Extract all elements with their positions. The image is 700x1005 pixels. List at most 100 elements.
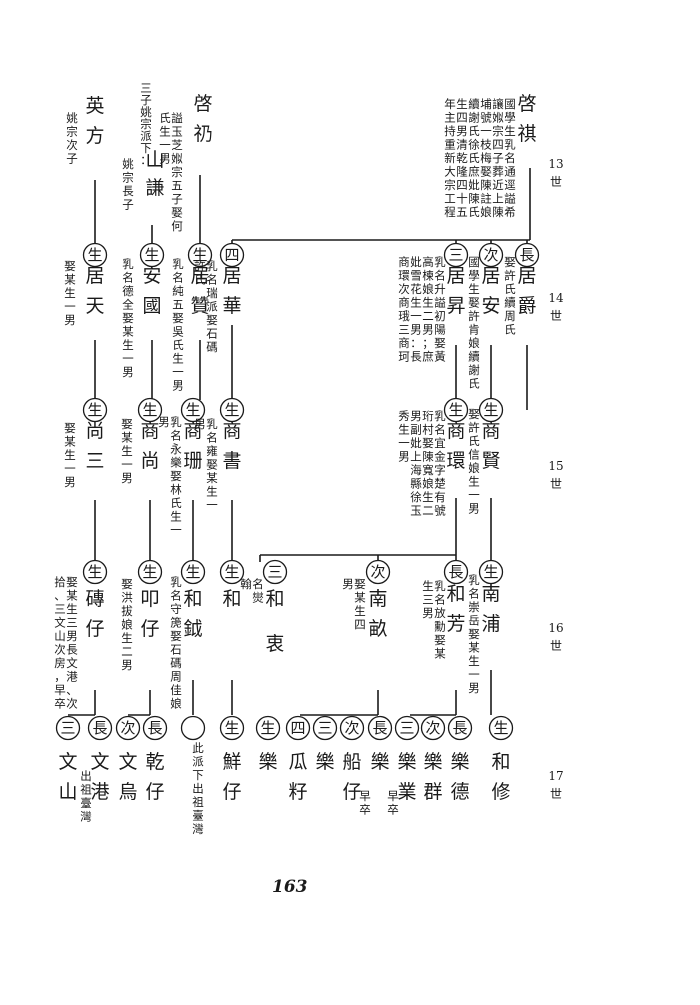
rank-circle (82, 242, 108, 268)
rank-circle (115, 715, 141, 741)
person-shanghuan-note-char: 號 (434, 504, 446, 518)
person-jusheng-note-char: 生 (410, 296, 422, 310)
person-qiqi-note-char: 生 (504, 124, 516, 138)
person-nanpu-note-char: 岳 (468, 614, 480, 628)
person-wenwu-name: 文烏 (118, 751, 137, 803)
person-juzan-note-char: 一 (172, 365, 184, 379)
person-shanghuan-note-char: 娶 (422, 436, 434, 450)
person-jujue-note-char: 娶 (504, 255, 516, 269)
person-shanghuan-note-char: 妣 (410, 436, 422, 450)
rank-glyph: 生 (144, 246, 159, 264)
rank-marker-sheng: 生 (137, 559, 163, 585)
person-jutian-note-char: 男 (64, 313, 76, 327)
person-anguo-note-char: 生 (122, 338, 134, 352)
person-juzan-note-char: 五 (172, 298, 184, 312)
person-jiaozai-note-char: 娘 (121, 618, 133, 632)
person-zhuanzai-note-char: 文 (66, 656, 78, 670)
person-paixia-note-char: 祖 (192, 795, 204, 809)
person-jusheng-note-char: 商 (398, 336, 410, 350)
person-paixia-note-char: 派 (192, 755, 204, 769)
person-shangxian-note-char: 氏 (468, 434, 480, 448)
person-shangshu-note-char: 雍 (206, 444, 218, 458)
person-qianzai-name-char: 乾 (145, 751, 164, 773)
person-qireng-note-char: 娶 (171, 206, 183, 220)
person-hezhong-note-char: 爕 (252, 591, 264, 605)
person-shanghuan-note-char: 一 (398, 436, 410, 450)
person-zhuanzai-name-char: 磚 (85, 588, 104, 610)
rank-markers: 四三次長生生生生生生生生生生長次三生生生生生長次三長次三四生生長次長三 (55, 242, 540, 741)
person-shanghuan-note-char: 村 (422, 423, 434, 437)
rank-marker-sheng: 生 (488, 715, 514, 741)
person-zhuanzai-note-char: 港 (66, 670, 78, 684)
person-hefang-note-char: 三 (422, 593, 434, 607)
person-shanqian-note-char: 宗 (122, 171, 134, 185)
person-hezhong-name-char: 和 (265, 588, 284, 610)
person-qiqi-note-char: 生 (456, 97, 468, 111)
person-zhuanzai-note-char: 、 (66, 683, 78, 697)
generation-number: 14 (548, 291, 564, 305)
person-jusheng-note-char: ： (410, 336, 422, 350)
person-wengang-note-char: 灣 (80, 810, 92, 824)
person-xianzai-name-char: 仔 (222, 781, 241, 803)
person-qiqi-note-char: 持 (444, 124, 456, 138)
rank-glyph: 三 (60, 719, 75, 737)
person-jiaozai-note-char: 二 (121, 645, 133, 659)
branch-header-text-char: 下 (140, 141, 152, 155)
person-shangsan-name-char: 三 (85, 450, 104, 472)
rank-marker-sheng: 生 (219, 559, 245, 585)
person-jusheng-note-char: 陽 (434, 323, 446, 337)
person-chuanzai-note: 早卒 (359, 789, 371, 817)
branch-header-text-char: 宗 (140, 117, 152, 131)
person-shangsan-note-char: 生 (64, 448, 76, 462)
person-jusheng-note-char: 楝 (422, 269, 434, 283)
person-heyue-name: 和鉞 (183, 588, 202, 640)
person-zhuanzai-name-char: 仔 (85, 618, 104, 640)
person-jusheng-note-char: 娶 (434, 336, 446, 350)
person-nanpu-note-char: 娶 (468, 627, 480, 641)
rank-glyph: 三 (448, 246, 463, 264)
person-shangshu-note-char: 乳 (206, 417, 218, 431)
person-wengang-note-char: 祖 (80, 783, 92, 797)
person-nanmu-note-char: 男 (342, 577, 354, 591)
person-chuanzai-name-char: 仔 (342, 781, 361, 803)
rank-circle (219, 559, 245, 585)
rank-glyph: 生 (224, 401, 239, 419)
branch-header-text-char: 姚 (140, 105, 152, 119)
person-shangsan-note-char: 男 (64, 475, 76, 489)
person-shangshu-note-char: 男 (194, 417, 206, 431)
person-nanpu-note-char: 名 (468, 587, 480, 601)
person-jiaozai-note-char: 拔 (121, 604, 133, 618)
person-jusheng-note-char: 珴 (398, 309, 410, 323)
person-jusheng-note-char: 初 (434, 309, 446, 323)
person-zhuanzai-note-char: 房 (54, 656, 66, 670)
person-chuanzai-name: 船仔 (342, 751, 361, 803)
person-qiqi-note-char: 徐 (468, 138, 480, 152)
rank-circle (443, 242, 469, 268)
person-qireng-note-char: 宗 (171, 165, 183, 179)
rank-marker-san: 三 (262, 559, 288, 585)
person-jutian-note-char: 某 (64, 273, 76, 287)
rank-marker-san: 三 (312, 715, 338, 741)
person-shangshu-name: 商書 (222, 420, 241, 472)
person-shanghuan-note-char: 珩 (422, 409, 434, 423)
person-qiqi-note-char: 宗 (492, 124, 504, 138)
person-anguo-note-char: 娶 (122, 311, 134, 325)
person-qiqi-note-char: 四 (492, 138, 504, 152)
rank-marker-chang: 長 (142, 715, 168, 741)
person-juzan-note-char: 氏 (172, 338, 184, 352)
person-shanghuan-note-char: 海 (410, 463, 422, 477)
person-qiqi-note-char: 主 (444, 111, 456, 125)
rank-circle (137, 397, 163, 423)
rank-circle (180, 715, 206, 741)
person-qiqi-note-char: 陳 (468, 192, 480, 206)
person-shangxian-note-char: 娶 (468, 407, 480, 421)
rank-marker-si: 四 (285, 715, 311, 741)
person-he-name: 和 (222, 588, 241, 610)
person-juan-note-char: 學 (468, 269, 480, 283)
person-shangxian-name-char: 賢 (481, 450, 500, 472)
person-nanpu-name: 南浦 (481, 583, 500, 635)
